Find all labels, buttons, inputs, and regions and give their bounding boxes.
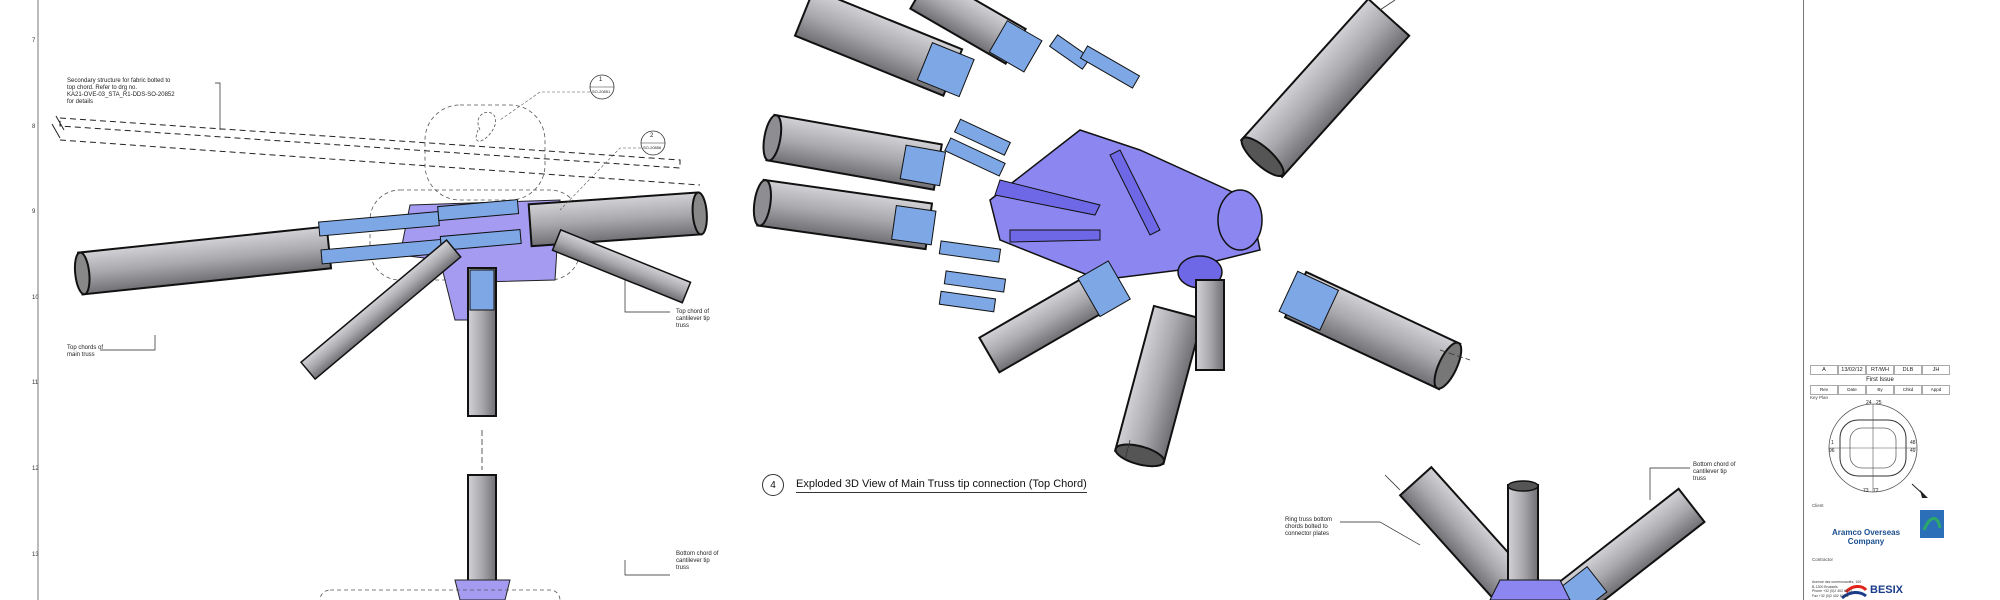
note-secondary-structure: Secondary structure for fabric bolted to…	[67, 78, 175, 105]
client-label: Client	[1812, 503, 1824, 508]
view-number-callout: 4	[762, 474, 784, 496]
contractor-name: BESIX	[1870, 584, 1904, 596]
revision-row: A 13/02/12 RT/WH DLB JH	[1810, 365, 1950, 375]
exploded-3d-view	[752, 0, 1471, 468]
contractor-address: Avenue des communautés, 100 B-1200 Bruss…	[1812, 580, 1862, 598]
row-number: 8	[32, 124, 36, 130]
revision-by: RT/WH	[1866, 365, 1894, 375]
header-chkd: Chkd	[1894, 385, 1922, 395]
note-bottom-chord-cantilever-right: Bottom chord of cantilever tip truss	[1693, 462, 1736, 482]
note-top-chords-main-truss: Top chords of main truss	[67, 345, 104, 358]
row-number: 13	[32, 552, 39, 558]
client-logo: Aramco Overseas Company	[1832, 528, 1900, 546]
title-block-border	[1803, 0, 1954, 600]
view-title-block: 4 Exploded 3D View of Main Truss tip con…	[762, 474, 1087, 496]
revision-date: 13/02/12	[1838, 365, 1866, 375]
revision-header-row: Rev Date By Chkd Appd	[1810, 385, 1950, 395]
row-number: 9	[32, 209, 36, 215]
contractor-label: Contractor	[1812, 557, 1834, 562]
section-bubble-number: 1	[599, 77, 603, 83]
header-rev: Rev	[1810, 385, 1838, 395]
key-plan-number: 72	[1873, 488, 1879, 494]
key-plan-diagram	[1828, 403, 1928, 498]
row-number: 12	[32, 466, 39, 472]
row-number: 7	[32, 38, 36, 44]
lower-right-view	[1340, 465, 1706, 600]
elevation-view	[51, 74, 708, 600]
header-appd: Appd	[1922, 385, 1950, 395]
header-by: By	[1866, 385, 1894, 395]
key-plan-number: 24	[1866, 400, 1872, 406]
section-bubble-ref: SO-20856	[643, 145, 662, 150]
revision-description: First Issue	[1866, 377, 1894, 383]
client-name-line: Company	[1847, 537, 1885, 546]
revision-letter: A	[1810, 365, 1838, 375]
note-ring-truss: Ring truss bottom chords bolted to conne…	[1285, 517, 1333, 537]
revision-approved: JH	[1922, 365, 1950, 375]
key-plan-number: 96	[1829, 448, 1835, 454]
key-plan-number: 25	[1876, 400, 1882, 406]
header-date: Date	[1838, 385, 1866, 395]
section-bubble-number: 2	[650, 133, 654, 139]
title-block: A 13/02/12 RT/WH DLB JH First Issue Rev …	[1810, 365, 1950, 400]
besix-logo-mark	[1841, 585, 1868, 600]
row-number: 11	[32, 380, 39, 386]
revision-checked: DLB	[1894, 365, 1922, 375]
row-number: 10	[32, 295, 39, 301]
section-bubble-ref: SO-20851	[592, 89, 611, 94]
key-plan-number: 48	[1910, 440, 1916, 446]
note-bottom-chord-cantilever: Bottom chord of cantilever tip truss	[676, 551, 719, 571]
key-plan-number: 1	[1831, 440, 1834, 446]
aramco-logo-mark	[1920, 510, 1944, 538]
key-plan-number: 49	[1910, 448, 1916, 454]
note-top-chord-cantilever: Top chord of cantilever tip truss	[676, 309, 710, 329]
key-plan-label: Key Plan	[1810, 395, 1829, 400]
client-name-line: Aramco Overseas	[1832, 528, 1901, 537]
view-title: Exploded 3D View of Main Truss tip conne…	[796, 478, 1087, 493]
key-plan-number: 73	[1863, 488, 1869, 494]
